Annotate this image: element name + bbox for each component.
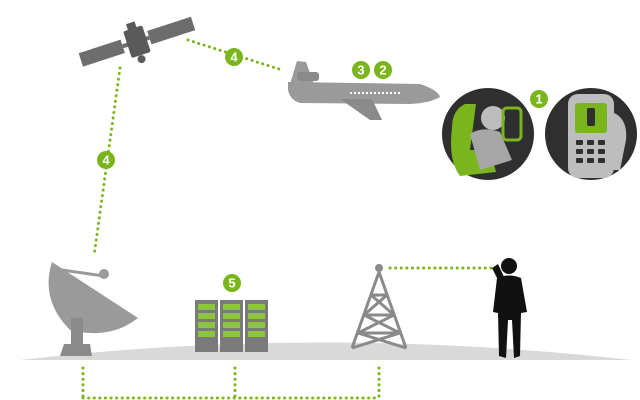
svg-text:5: 5 (228, 276, 235, 291)
badge-passenger: 1 (530, 90, 548, 108)
person-on-phone-icon (492, 258, 527, 358)
server-rack-icon (195, 300, 268, 352)
satellite-icon (78, 16, 196, 67)
badge-servers: 5 (223, 274, 241, 292)
badge-plane-b: 2 (374, 61, 392, 79)
number-badges: 4 3 2 1 4 5 (97, 48, 548, 292)
mobile-phone-icon (568, 94, 627, 178)
airplane-icon (288, 61, 440, 120)
badge-link-satellite-dish: 4 (97, 151, 115, 169)
svg-text:3: 3 (357, 63, 364, 78)
cell-tower-icon (350, 264, 408, 350)
server-rack-middle (220, 300, 243, 352)
passenger-circle (442, 88, 534, 180)
badge-plane-a: 3 (352, 61, 370, 79)
svg-text:2: 2 (379, 63, 386, 78)
svg-text:4: 4 (230, 50, 238, 65)
svg-text:1: 1 (535, 92, 542, 107)
server-rack-right (245, 300, 268, 352)
svg-text:4: 4 (102, 153, 110, 168)
server-rack-left (195, 300, 218, 352)
badge-link-satellite-plane: 4 (225, 48, 243, 66)
satellite-dish-icon (48, 262, 139, 356)
phone-circle (545, 88, 637, 180)
ground-strip (20, 342, 632, 360)
passenger-seat-icon (451, 104, 523, 176)
